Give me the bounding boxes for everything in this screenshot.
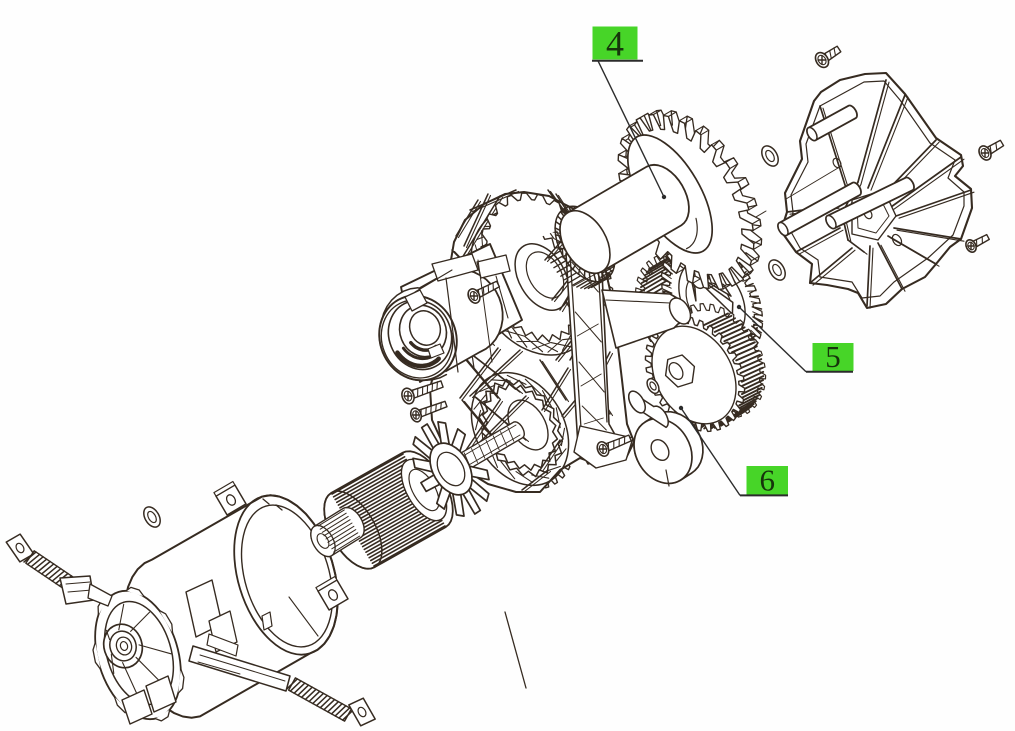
- svg-text:4: 4: [606, 24, 624, 64]
- svg-text:5: 5: [825, 339, 841, 374]
- svg-text:6: 6: [760, 463, 776, 498]
